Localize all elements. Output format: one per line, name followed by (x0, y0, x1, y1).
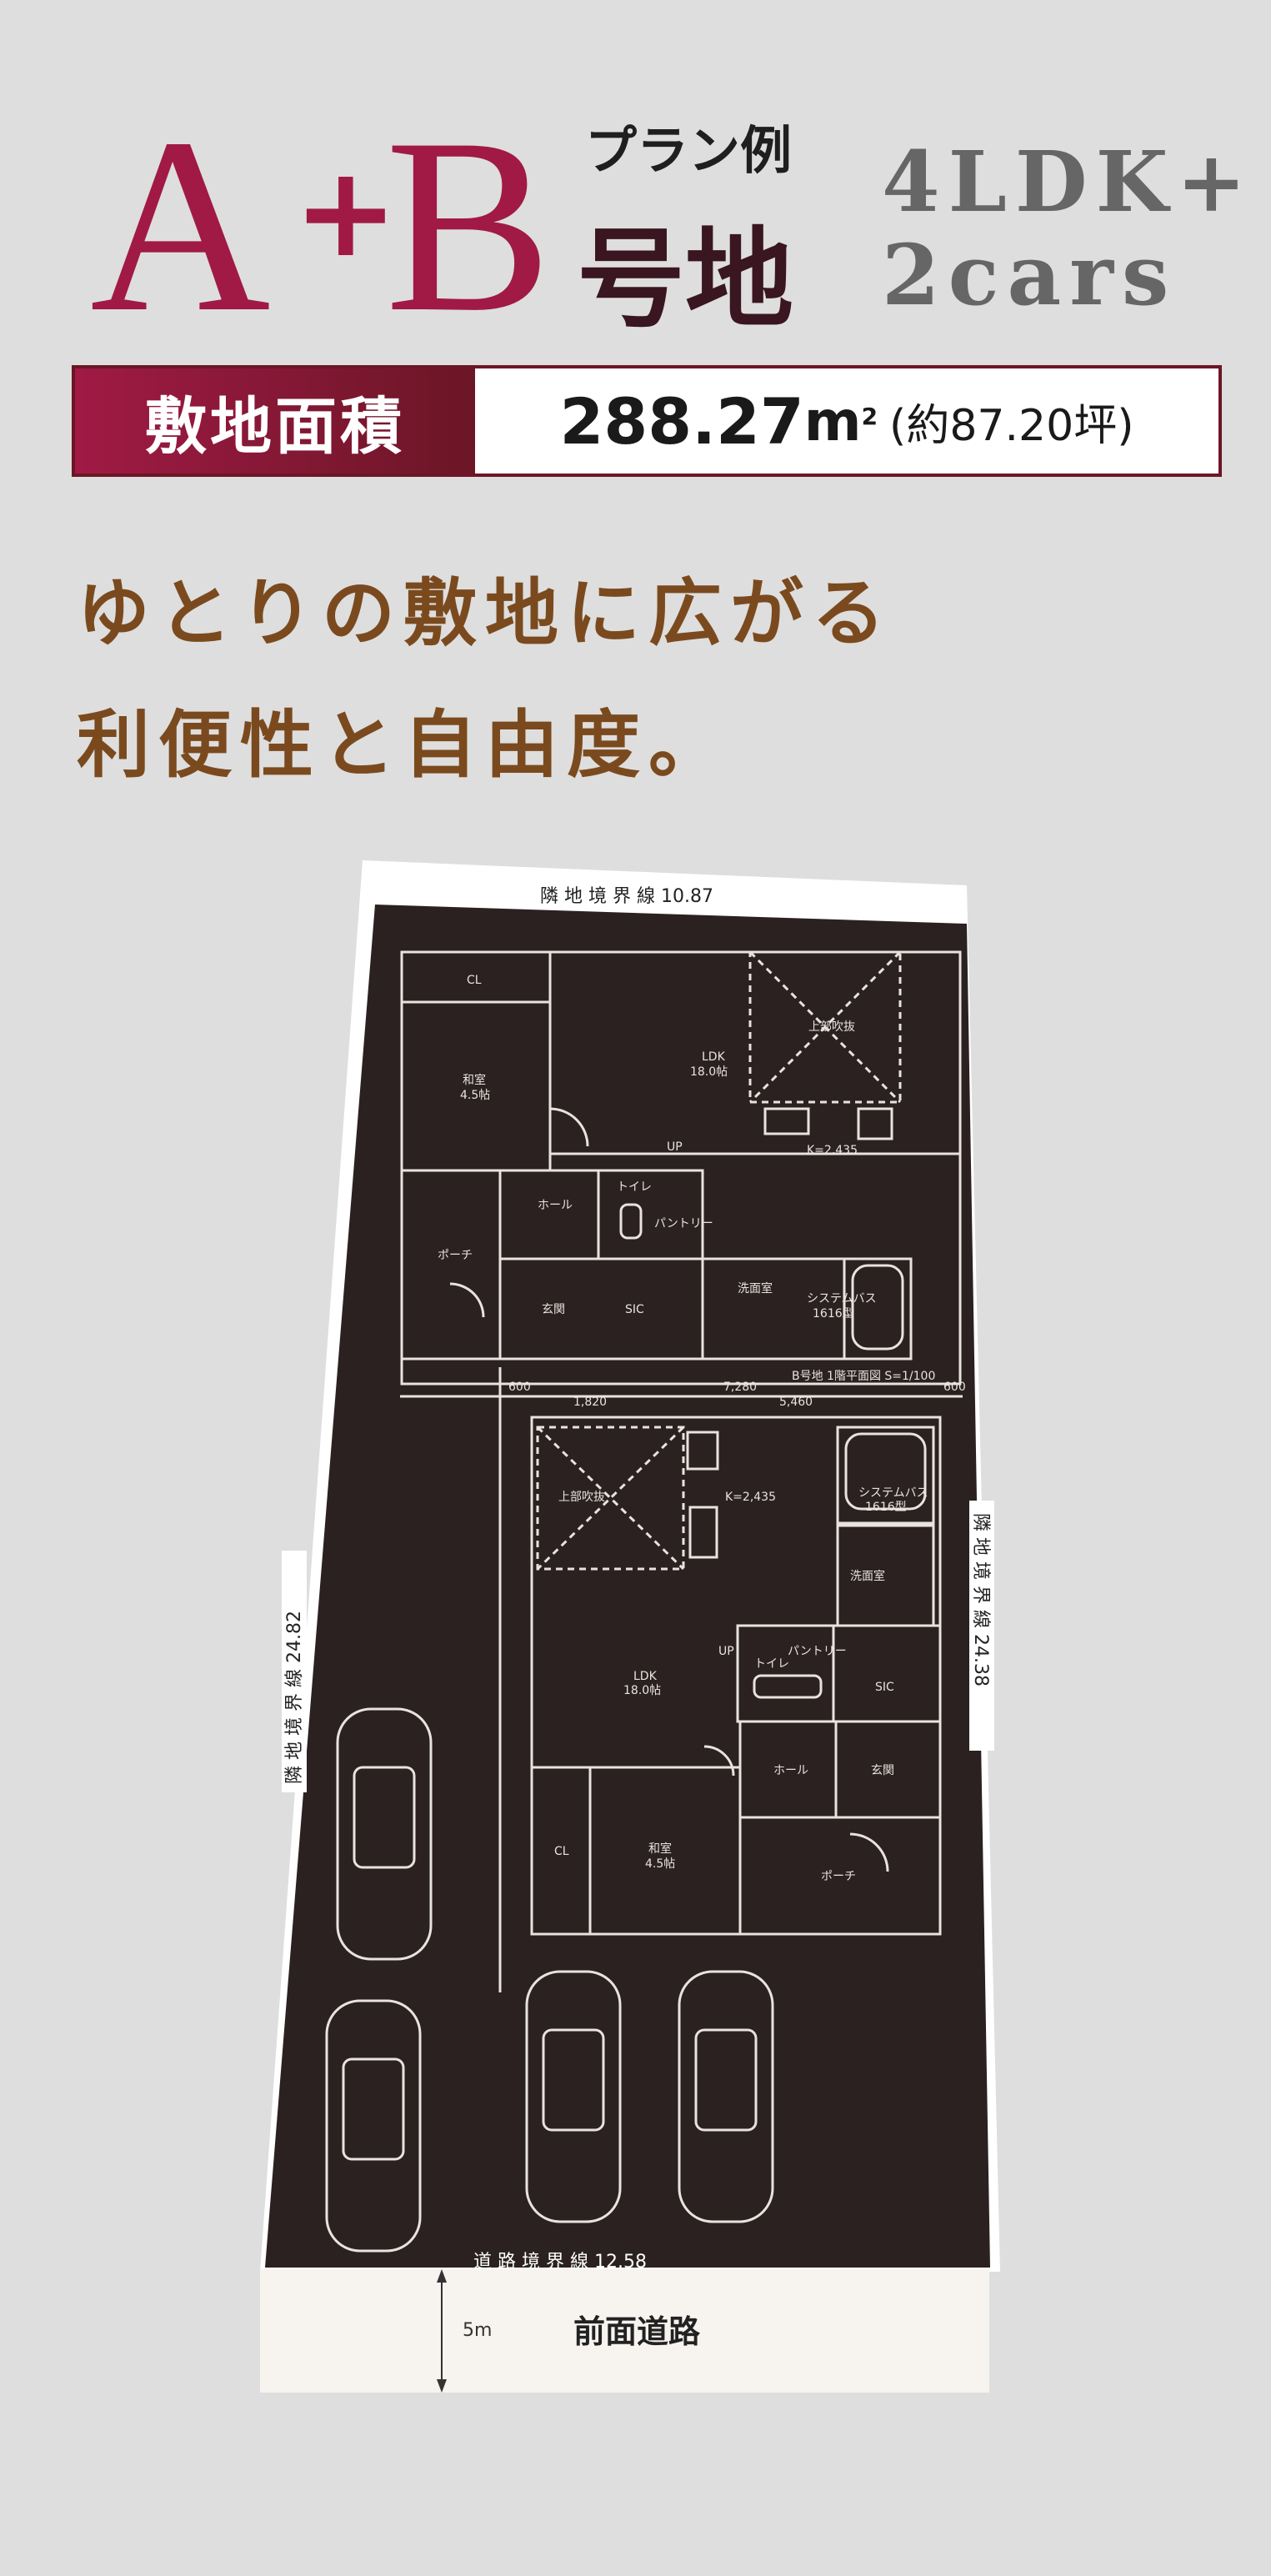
dim-1: 600 (508, 1381, 531, 1394)
lot-area (265, 905, 990, 2268)
b-sic-label: SIC (625, 1303, 644, 1316)
dim-2: 7,280 (723, 1381, 757, 1394)
car-icon (325, 1999, 422, 2253)
site-area-bar: 敷地面積 288.27 m 2 (約87.20坪) (72, 365, 1222, 477)
dim-4: 1,820 (573, 1396, 607, 1409)
a-porch-label: ポーチ (821, 1870, 856, 1883)
boundary-bottom-label: 道 路 境 界 線 12.58 (473, 2252, 647, 2273)
site-area-value-group: 288.27 m 2 (約87.20坪) (475, 368, 1218, 474)
b-up-label: UP (667, 1140, 683, 1154)
boundary-left-label: 隣 地 境 界 線 24.82 (284, 1611, 305, 1784)
b-washitsu-size: 4.5帖 (460, 1089, 490, 1102)
b-cl-label: CL (467, 974, 482, 987)
a-up-label: UP (718, 1645, 734, 1658)
b-toilet-label: トイレ (617, 1180, 652, 1194)
b-hall-label: ホール (538, 1199, 573, 1212)
house-a-plan (530, 1416, 942, 1936)
boundary-top-label: 隣 地 境 界 線 10.87 (540, 886, 713, 907)
car-icon (678, 1970, 774, 2223)
car-icon (525, 1970, 622, 2223)
parking-cars (325, 1707, 774, 2253)
a-cl-label: CL (554, 1845, 569, 1858)
a-pantry-label: パントリー (788, 1645, 847, 1658)
house-b-plan (400, 950, 963, 1992)
a-kitchen-label: K=2,435 (725, 1491, 776, 1504)
a-fukinuke-label: 上部吹抜 (558, 1491, 605, 1504)
b-fukinuke-label: 上部吹抜 (808, 1020, 855, 1034)
a-ldk-label: LDK (633, 1670, 658, 1683)
site-area-value: 288.27 (559, 383, 804, 459)
site-area-unit: m (803, 388, 862, 454)
b-ldk-label: LDK (702, 1050, 726, 1064)
a-sic-label: SIC (875, 1681, 894, 1694)
dim-3: 600 (943, 1381, 966, 1394)
a-entrance-label: 玄関 (871, 1763, 894, 1777)
lot-label: 号地 (577, 216, 794, 343)
lot-letter-a: A (90, 87, 271, 363)
road-label: 前面道路 (573, 2313, 701, 2350)
dim-5: 5,460 (779, 1396, 813, 1409)
b-washitsu-label: 和室 (463, 1073, 486, 1087)
site-area-tsubo: (約87.20坪) (889, 400, 1134, 451)
boundary-right-label: 隣 地 境 界 線 24.38 (970, 1513, 991, 1686)
site-area-label: 敷地面積 (75, 368, 475, 474)
plan-type-line1: 4LDK+ (882, 133, 1255, 231)
headline-line2: 利便性と自由度。 (77, 701, 731, 788)
lot-letter-b: B (385, 87, 553, 363)
a-ldk-size: 18.0帖 (623, 1684, 661, 1697)
a-bath-size: 1616型 (865, 1501, 907, 1514)
b-bath-label: システムバス (807, 1292, 877, 1306)
plus-sign: + (293, 140, 398, 285)
a-toilet-label: トイレ (754, 1657, 789, 1671)
b-ldk-size: 18.0帖 (690, 1065, 728, 1079)
headline-line1: ゆとりの敷地に広がる (77, 569, 894, 656)
a-washroom-label: 洗面室 (850, 1569, 885, 1583)
b-entrance-label: 玄関 (542, 1302, 565, 1316)
front-road (260, 2269, 989, 2393)
plan-type-line2: 2cars (882, 226, 1178, 324)
b-porch-label: ポーチ (438, 1249, 473, 1262)
plan-example-label: プラン例 (585, 120, 793, 181)
road-width-label: 5m (463, 2320, 492, 2341)
b-plan-caption: B号地 1階平面図 S=1/100 (792, 1370, 935, 1383)
a-hall-label: ホール (773, 1764, 808, 1777)
plan-type: 4LDK+ 2cars (882, 135, 1254, 322)
a-washitsu-label: 和室 (648, 1842, 672, 1856)
a-washitsu-size: 4.5帖 (645, 1857, 675, 1871)
car-icon (336, 1707, 433, 1961)
b-washroom-label: 洗面室 (738, 1281, 773, 1296)
b-kitchen-label: K=2,435 (807, 1144, 858, 1157)
site-area-unit-sup: 2 (861, 402, 878, 430)
b-bath-size: 1616型 (813, 1307, 854, 1321)
b-pantry-label: パントリー (654, 1217, 713, 1230)
a-bath-label: システムバス (858, 1486, 928, 1500)
